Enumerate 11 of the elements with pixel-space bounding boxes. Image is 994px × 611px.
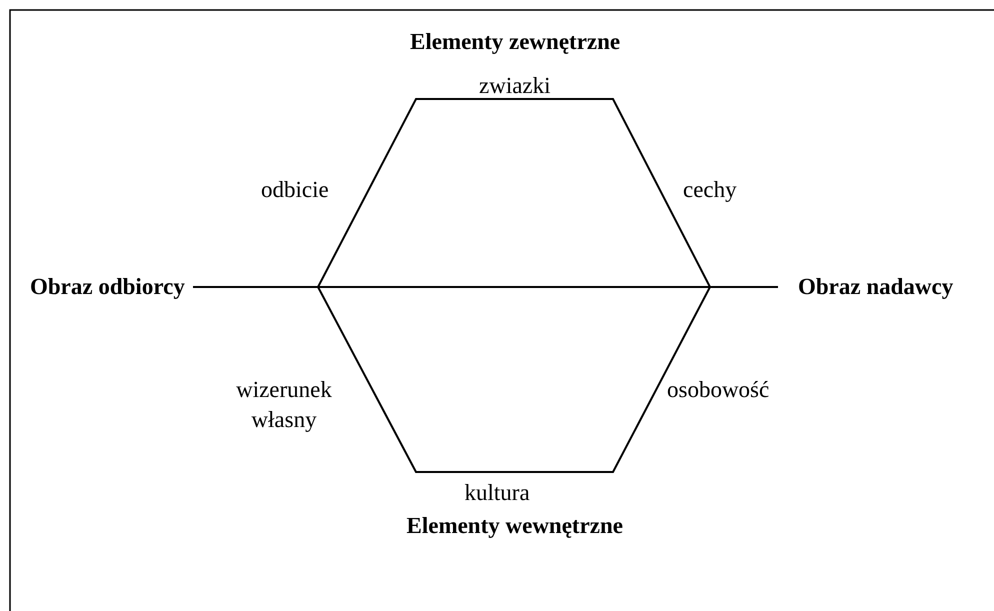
- facet-label: zwiazki: [479, 72, 551, 100]
- heading-label: Elementy wewnętrzne: [406, 512, 624, 540]
- heading-label: Elementy zewnętrzne: [410, 28, 620, 56]
- facet-label: cechy: [683, 176, 737, 204]
- facet-label: odbicie: [261, 176, 329, 204]
- facet-label: wizerunek własny: [235, 376, 333, 434]
- axis-label: Obraz odbiorcy: [30, 272, 185, 302]
- facet-label: osobowość: [667, 376, 770, 404]
- facet-label: kultura: [464, 479, 530, 507]
- axis-label: Obraz nadawcy: [798, 272, 954, 302]
- axis-line: [193, 286, 778, 288]
